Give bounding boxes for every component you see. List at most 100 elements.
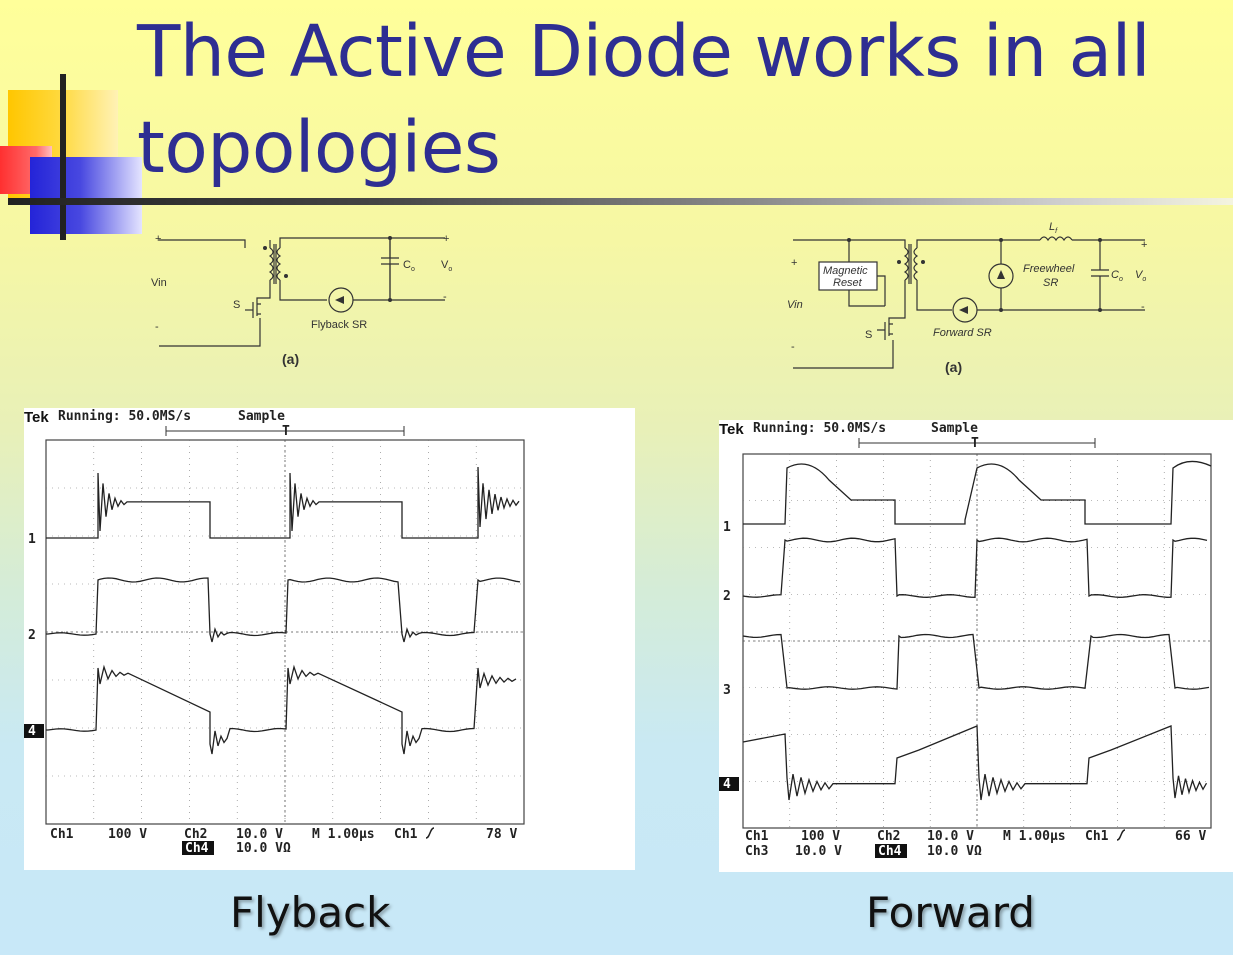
flyback-readout-ch4-scale: 10.0 VΩ bbox=[236, 841, 291, 856]
flyback-ch4-marker-bg bbox=[24, 724, 44, 738]
forward-running-status: Running: 50.0MS/s bbox=[753, 421, 886, 436]
forward-rising-edge-icon bbox=[1116, 829, 1126, 841]
flyback-ch4-trace bbox=[46, 664, 517, 755]
forward-circuit-diagram: + Vin - Magnetic Reset S Forward SR Free… bbox=[787, 221, 1147, 375]
slide-title-line-2: topologies bbox=[137, 106, 501, 189]
flyback-vin-label: Vin bbox=[151, 277, 167, 289]
forward-freewheel-line2: SR bbox=[1043, 277, 1058, 289]
forward-cap-sub: o bbox=[1119, 276, 1123, 283]
forward-inductor-label: Lf bbox=[1049, 221, 1058, 235]
decor-vertical-line bbox=[60, 74, 66, 240]
forward-ch1-trace bbox=[743, 460, 1212, 525]
forward-ch2-marker: 2 bbox=[723, 589, 731, 604]
title-divider bbox=[8, 198, 1233, 205]
forward-center-axes bbox=[743, 454, 1211, 828]
forward-readout-ch3: Ch3 bbox=[745, 844, 768, 859]
flyback-readout-row1: Ch1 100 V Ch2 10.0 V M 1.00µs Ch1 78 V bbox=[50, 827, 517, 842]
decor-blue-rectangle bbox=[30, 157, 142, 234]
flyback-center-axes bbox=[46, 440, 524, 824]
flyback-cap-text: C bbox=[403, 259, 411, 271]
forward-ch4-marker-bg bbox=[719, 777, 739, 791]
flyback-cap-sub: o bbox=[411, 266, 415, 273]
forward-readout-ch3-scale: 10.0 V bbox=[795, 844, 842, 859]
forward-tek-logo: Tek bbox=[719, 421, 744, 438]
slide-title-line-1: The Active Diode works in all bbox=[137, 10, 1151, 93]
flyback-vout-text: V bbox=[441, 259, 449, 271]
forward-time-bracket bbox=[858, 438, 1096, 448]
forward-ch4-badge-bg bbox=[875, 844, 907, 858]
flyback-readout-ch2-scale: 10.0 V bbox=[236, 827, 283, 842]
flyback-vin-plus: + bbox=[155, 233, 161, 245]
flyback-readout-trigger-level: 78 V bbox=[486, 827, 517, 842]
forward-fig-label: (a) bbox=[945, 359, 962, 375]
flyback-vout-sub: o bbox=[448, 266, 452, 273]
forward-readout-ch4-scale: 10.0 VΩ bbox=[927, 844, 982, 859]
forward-cap-label: Co bbox=[1111, 269, 1123, 283]
flyback-caption: Flyback bbox=[230, 888, 391, 937]
forward-ch3-marker: 3 bbox=[723, 683, 731, 698]
forward-ch4-trace bbox=[742, 725, 1208, 801]
forward-ch3-trace bbox=[742, 633, 1210, 690]
slide-title: The Active Diode works in all topologies bbox=[137, 4, 1217, 196]
forward-magnetic-reset-line2: Reset bbox=[833, 277, 863, 289]
forward-readout-ch2: Ch2 bbox=[877, 829, 900, 844]
flyback-ch2-trace bbox=[46, 577, 521, 643]
flyback-readout-trigger-source: Ch1 bbox=[394, 827, 418, 842]
forward-readout-trigger-source: Ch1 bbox=[1085, 829, 1109, 844]
flyback-running-status: Running: 50.0MS/s bbox=[58, 409, 191, 424]
flyback-tek-logo: Tek bbox=[24, 409, 49, 426]
forward-readout-timebase: M 1.00µs bbox=[1003, 829, 1066, 844]
flyback-oscilloscope: Tek Running: 50.0MS/s Sample T 1 2 4 Ch1… bbox=[24, 408, 635, 870]
forward-vout-minus: - bbox=[1141, 301, 1145, 313]
flyback-time-bracket bbox=[165, 426, 405, 436]
forward-readout-trigger-level: 66 V bbox=[1175, 829, 1206, 844]
flyback-rising-edge-icon bbox=[425, 827, 435, 839]
flyback-ch2-marker: 2 bbox=[28, 628, 36, 643]
forward-cap-text: C bbox=[1111, 269, 1119, 281]
forward-oscilloscope: Tek Running: 50.0MS/s Sample T 1 2 3 4 C… bbox=[719, 420, 1233, 872]
forward-acq-mode: Sample bbox=[931, 421, 978, 436]
forward-ch4-marker: 4 bbox=[723, 777, 731, 792]
flyback-readout-ch4: Ch4 bbox=[185, 841, 209, 856]
forward-readout-ch2-scale: 10.0 V bbox=[927, 829, 974, 844]
forward-vout-sub: o bbox=[1142, 276, 1146, 283]
flyback-vout-label: Vo bbox=[441, 259, 452, 273]
flyback-vout-plus: + bbox=[443, 233, 449, 245]
forward-magnetic-reset-line1: Magnetic bbox=[823, 265, 868, 277]
forward-vin-plus: + bbox=[791, 257, 797, 269]
flyback-ch4-badge-bg bbox=[182, 841, 214, 855]
flyback-cap-label: Co bbox=[403, 259, 415, 273]
flyback-circuit-diagram: + Vin - S Flyback SR Co Vo + - (a) bbox=[151, 233, 452, 367]
flyback-sr-label: Flyback SR bbox=[311, 319, 367, 331]
forward-readout-ch1: Ch1 bbox=[745, 829, 769, 844]
forward-caption: Forward bbox=[866, 888, 1035, 937]
forward-vin-minus: - bbox=[791, 341, 795, 353]
flyback-trigger-T: T bbox=[282, 424, 290, 439]
flyback-acq-mode: Sample bbox=[238, 409, 285, 424]
forward-freewheel-line1: Freewheel bbox=[1023, 263, 1075, 275]
forward-switch-label: S bbox=[865, 329, 872, 341]
forward-vout-plus: + bbox=[1141, 239, 1147, 251]
forward-ch1-marker: 1 bbox=[723, 520, 731, 535]
flyback-ch4-marker: 4 bbox=[28, 724, 36, 739]
forward-ch2-trace bbox=[742, 537, 1208, 598]
flyback-readout-ch1: Ch1 bbox=[50, 827, 74, 842]
forward-vout-label: Vo bbox=[1135, 269, 1146, 283]
flyback-readout-ch2: Ch2 bbox=[184, 827, 207, 842]
flyback-readout-timebase: M 1.00µs bbox=[312, 827, 375, 842]
forward-inductor-sub: f bbox=[1055, 228, 1058, 235]
flyback-readout-ch1-scale: 100 V bbox=[108, 827, 147, 842]
forward-vin-label: Vin bbox=[787, 299, 803, 311]
forward-readout-row1: Ch1 100 V Ch2 10.0 V M 1.00µs Ch1 66 V bbox=[745, 829, 1206, 844]
forward-inductor-text: L bbox=[1049, 221, 1055, 233]
forward-readout-ch4: Ch4 bbox=[878, 844, 902, 859]
flyback-switch-label: S bbox=[233, 299, 240, 311]
flyback-ch1-trace bbox=[46, 466, 520, 539]
forward-vout-text: V bbox=[1135, 269, 1144, 281]
flyback-ch1-marker: 1 bbox=[28, 532, 36, 547]
forward-sr-label: Forward SR bbox=[933, 327, 992, 339]
forward-readout-ch1-scale: 100 V bbox=[801, 829, 840, 844]
forward-trigger-T: T bbox=[971, 436, 979, 451]
flyback-fig-label: (a) bbox=[282, 351, 299, 367]
flyback-vout-minus: - bbox=[443, 291, 447, 303]
